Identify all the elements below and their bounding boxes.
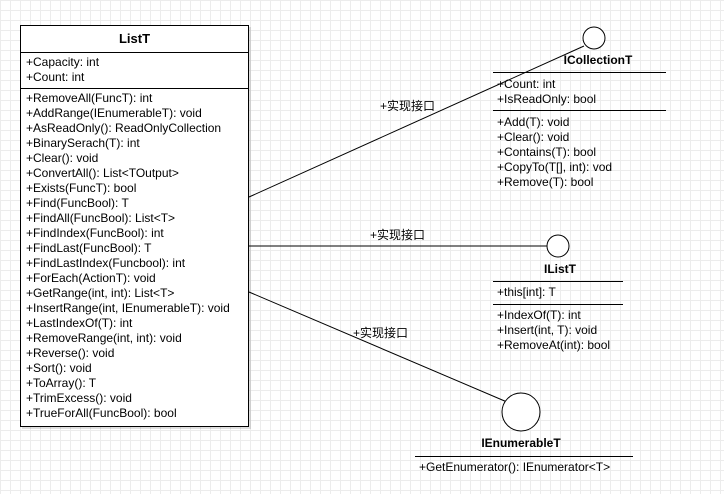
method: +ForEach(ActionT): void xyxy=(26,271,156,285)
listt-class-name: ListT xyxy=(21,26,248,53)
ilist-divider-top xyxy=(493,281,623,282)
method: +FindLast(FuncBool): T xyxy=(26,241,152,255)
method: +Add(T): void xyxy=(497,115,570,129)
method: +RemoveAt(int): bool xyxy=(497,338,611,352)
method: +Sort(): void xyxy=(26,361,92,375)
ilist-interface-circle[interactable] xyxy=(546,234,570,258)
method: +Insert(int, T): void xyxy=(497,323,598,337)
method: +TrimExcess(): void xyxy=(26,391,132,405)
ilist-name: IListT xyxy=(544,262,576,276)
attribute: +this[int]: T xyxy=(497,285,556,299)
method: +CopyTo(T[], int): vod xyxy=(497,160,613,174)
ilist-methods: +IndexOf(T): int +Insert(int, T): void +… xyxy=(497,308,610,353)
connector-label-ilist: +实现接口 xyxy=(370,228,426,242)
ienumerable-interface-circle[interactable] xyxy=(501,392,541,432)
listt-methods: +RemoveAll(FuncT): int +AddRange(IEnumer… xyxy=(21,89,248,424)
method: +ConvertAll(): List<TOutput> xyxy=(26,166,179,180)
method: +AddRange(IEnumerableT): void xyxy=(26,106,202,120)
connector-line-icollection[interactable] xyxy=(248,45,585,198)
method: +RemoveRange(int, int): void xyxy=(26,331,182,345)
connector-line-ienumerable[interactable] xyxy=(248,291,508,403)
method: +LastIndexOf(T): int xyxy=(26,316,133,330)
method: +Clear(): void xyxy=(497,130,570,144)
method: +Find(FuncBool): T xyxy=(26,196,129,210)
method: +InsertRange(int, IEnumerableT): void xyxy=(26,301,230,315)
ilist-attributes: +this[int]: T xyxy=(497,285,556,300)
icollection-name: ICollectionT xyxy=(563,53,633,67)
icollection-interface-circle[interactable] xyxy=(582,26,606,50)
method: +GetEnumerator(): IEnumerator<T> xyxy=(419,460,611,474)
listt-class-box[interactable]: ListT +Capacity: int +Count: int +Remove… xyxy=(20,25,249,427)
method: +FindLastIndex(Funcbool): int xyxy=(26,256,186,270)
attribute: +IsReadOnly: bool xyxy=(497,92,597,106)
connector-label-icollection: +实现接口 xyxy=(380,99,436,113)
ienumerable-divider-top xyxy=(415,456,633,457)
method: +FindIndex(FuncBool): int xyxy=(26,226,164,240)
icollection-divider-top xyxy=(493,72,666,73)
method: +GetRange(int, int): List<T> xyxy=(26,286,175,300)
ienumerable-methods: +GetEnumerator(): IEnumerator<T> xyxy=(419,460,610,475)
attribute: +Count: int xyxy=(497,77,556,91)
ienumerable-name: IEnumerableT xyxy=(481,436,561,450)
method: +ToArray(): T xyxy=(26,376,97,390)
attribute: +Capacity: int xyxy=(26,55,100,69)
method: +Exists(FuncT): bool xyxy=(26,181,137,195)
method: +Reverse(): void xyxy=(26,346,115,360)
method: +TrueForAll(FuncBool): bool xyxy=(26,406,177,420)
method: +AsReadOnly(): ReadOnlyCollection xyxy=(26,121,222,135)
ilist-divider-methods xyxy=(493,304,623,305)
method: +BinarySerach(T): int xyxy=(26,136,140,150)
listt-attributes: +Capacity: int +Count: int xyxy=(21,53,248,89)
method: +Contains(T): bool xyxy=(497,145,597,159)
method: +RemoveAll(FuncT): int xyxy=(26,91,153,105)
icollection-divider-methods xyxy=(493,110,666,111)
attribute: +Count: int xyxy=(26,70,85,84)
method: +FindAll(FuncBool): List<T> xyxy=(26,211,176,225)
connector-label-ienumerable: +实现接口 xyxy=(353,326,409,340)
method: +Remove(T): bool xyxy=(497,175,594,189)
icollection-methods: +Add(T): void +Clear(): void +Contains(T… xyxy=(497,115,612,190)
method: +Clear(): void xyxy=(26,151,99,165)
method: +IndexOf(T): int xyxy=(497,308,581,322)
icollection-attributes: +Count: int +IsReadOnly: bool xyxy=(497,77,596,107)
